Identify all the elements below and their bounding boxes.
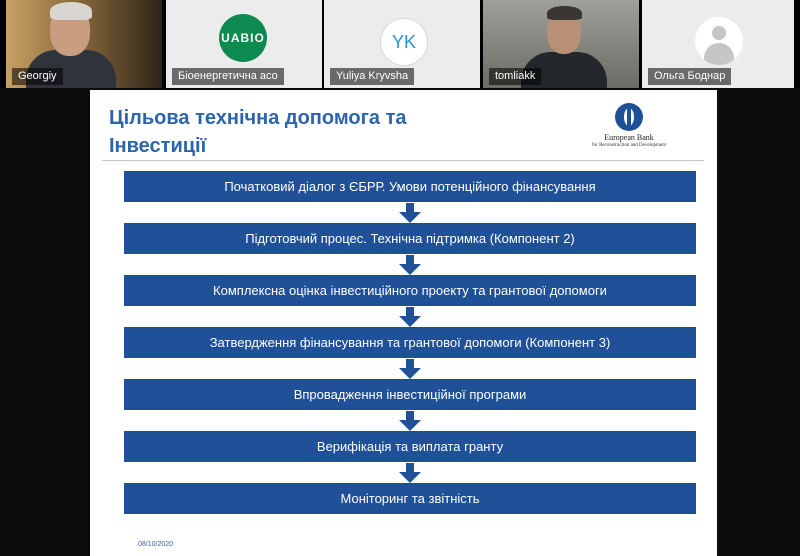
participant-name: Yuliya Kryvsha (330, 68, 415, 85)
participant-tile-avatar[interactable]: YK Yuliya Kryvsha (324, 0, 480, 88)
participant-tile-video[interactable]: tomliakk (483, 0, 639, 88)
participant-tile-avatar[interactable]: UABIO Біоенергетична асо (166, 0, 322, 88)
default-user-avatar-icon (695, 17, 743, 65)
slide-date: 08/10/2020 (138, 541, 174, 548)
slide-title: Цільова технічна допомога та Інвестиції (109, 104, 549, 160)
uabio-avatar-icon: UABIO (219, 14, 267, 62)
process-step-5: Впровадження інвестиційної програми (124, 379, 696, 410)
slide-title-line1: Цільова технічна допомога та (109, 107, 407, 129)
participant-name: tomliakk (489, 68, 542, 85)
initials-avatar-icon: YK (380, 18, 428, 66)
ebrd-logo: European Bank for Reconstruction and Dev… (570, 102, 688, 152)
ebrd-logo-icon (615, 103, 643, 131)
process-step-7: Моніторинг та звітність (124, 483, 696, 514)
process-step-6: Верифікація та виплата гранту (124, 431, 696, 462)
participant-tile-avatar[interactable]: Ольга Боднар (642, 0, 794, 88)
participant-strip: Georgiy UABIO Біоенергетична асо YK Yuli… (0, 0, 800, 88)
down-arrow-icon (399, 203, 421, 223)
down-arrow-icon (399, 463, 421, 483)
process-step-4: Затвердження фінансування та грантової д… (124, 327, 696, 358)
down-arrow-icon (399, 307, 421, 327)
logo-bank-name: European Bank (604, 133, 654, 142)
process-step-2: Підготовчий процес. Технічна підтримка (… (124, 223, 696, 254)
title-divider (102, 160, 704, 161)
down-arrow-icon (399, 411, 421, 431)
logo-subtitle: for Reconstruction and Development (591, 143, 666, 148)
process-step-1: Початковий діалог з ЄБРР. Умови потенцій… (124, 171, 696, 202)
participant-name: Georgiy (12, 68, 63, 85)
participant-name: Біоенергетична асо (172, 68, 284, 85)
down-arrow-icon (399, 359, 421, 379)
slide-title-line2: Інвестиції (109, 135, 207, 157)
process-step-3: Комплексна оцінка інвестиційного проекту… (124, 275, 696, 306)
participant-tile-video[interactable]: Georgiy (6, 0, 162, 88)
participant-name: Ольга Боднар (648, 68, 732, 85)
down-arrow-icon (399, 255, 421, 275)
shared-screen-slide: Цільова технічна допомога та Інвестиції … (90, 90, 717, 556)
